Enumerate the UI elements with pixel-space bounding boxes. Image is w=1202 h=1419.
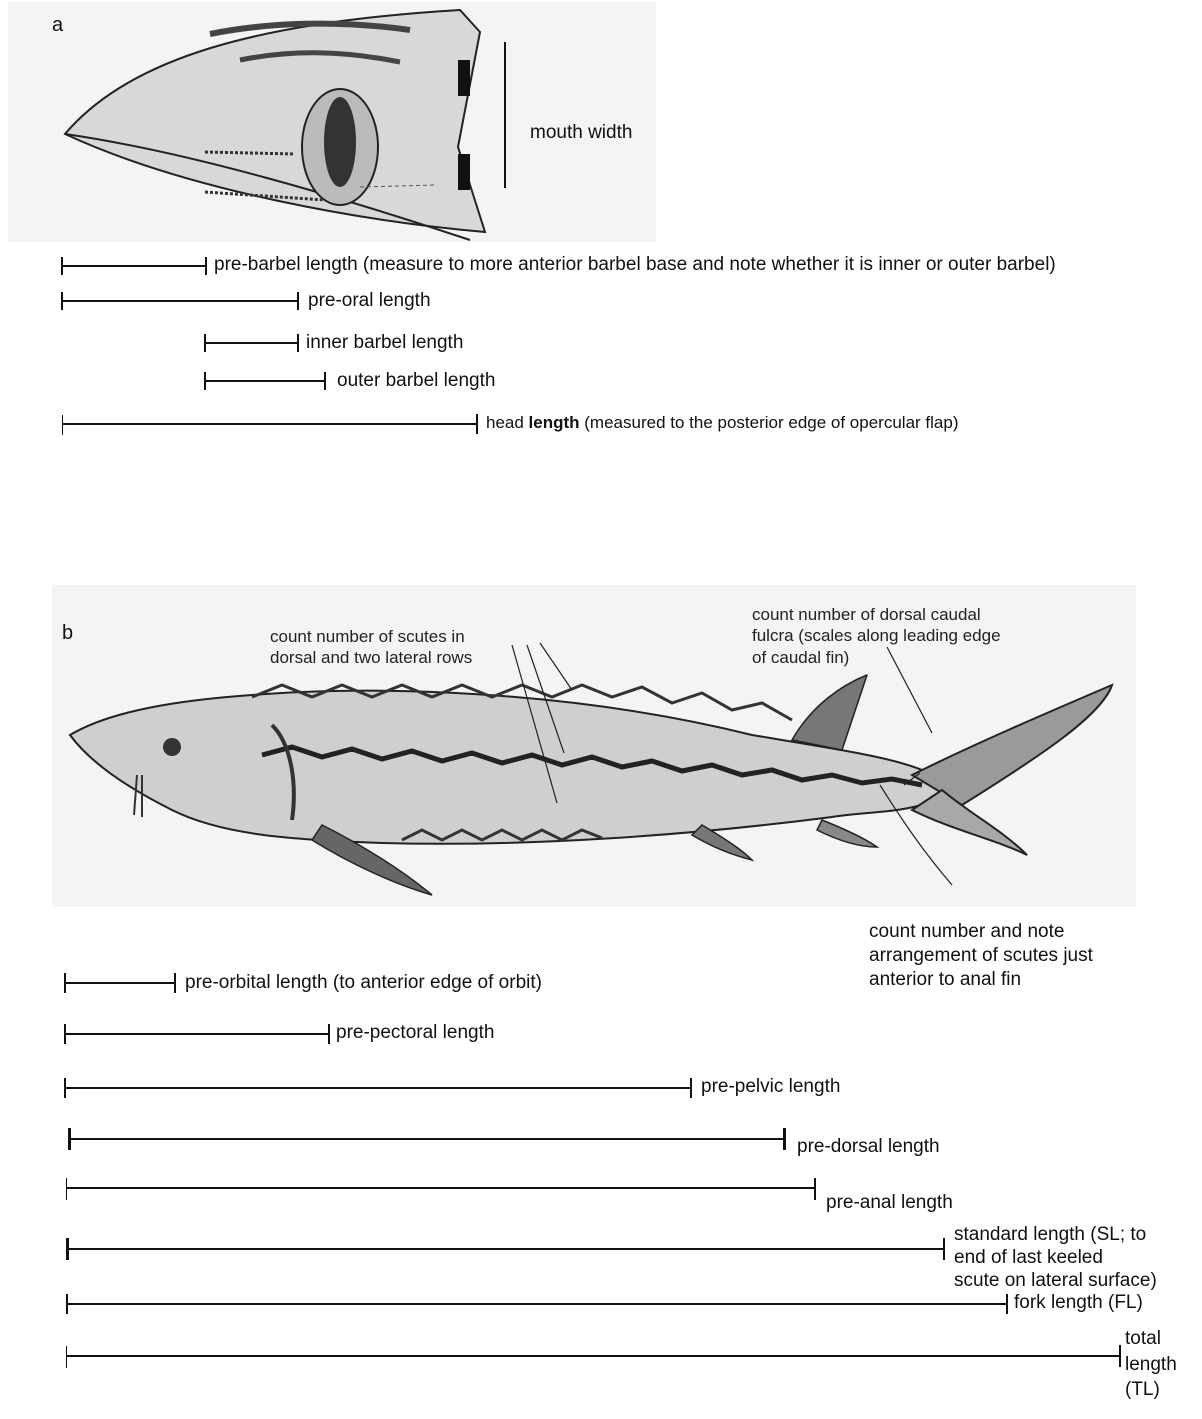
annotation-anal-scutes: count number and note arrangement of scu… xyxy=(869,920,1093,991)
pre-oral-label: pre-oral length xyxy=(308,290,431,313)
head-length-label: head length (measured to the posterior e… xyxy=(486,413,958,433)
mouth-width-line xyxy=(504,42,506,188)
pre-orbital-label: pre-orbital length (to anterior edge of … xyxy=(185,972,542,995)
head-length-suffix: (measured to the posterior edge of operc… xyxy=(580,413,959,432)
fork-length-label: fork length (FL) xyxy=(1014,1292,1143,1315)
inner-barbel-label: inner barbel length xyxy=(306,332,463,355)
pre-anal-label: pre-anal length xyxy=(826,1192,953,1215)
sturgeon-head-illustration xyxy=(40,2,500,242)
annotation-scutes: count number of scutes in dorsal and two… xyxy=(270,626,472,669)
mouth-width-label: mouth width xyxy=(530,122,632,145)
head-length-prefix: head xyxy=(486,413,529,432)
pre-barbel-label: pre-barbel length (measure to more anter… xyxy=(214,254,1056,277)
pre-pectoral-label: pre-pectoral length xyxy=(336,1022,494,1045)
outer-barbel-label: outer barbel length xyxy=(337,370,495,393)
pre-pelvic-label: pre-pelvic length xyxy=(701,1076,840,1099)
total-length-label: total length (TL) xyxy=(1125,1326,1177,1403)
head-length-bold: length xyxy=(529,413,580,432)
standard-length-label: standard length (SL; to end of last keel… xyxy=(954,1224,1157,1292)
annotation-fulcra: count number of dorsal caudal fulcra (sc… xyxy=(752,604,1001,668)
pre-dorsal-label: pre-dorsal length xyxy=(797,1136,940,1159)
